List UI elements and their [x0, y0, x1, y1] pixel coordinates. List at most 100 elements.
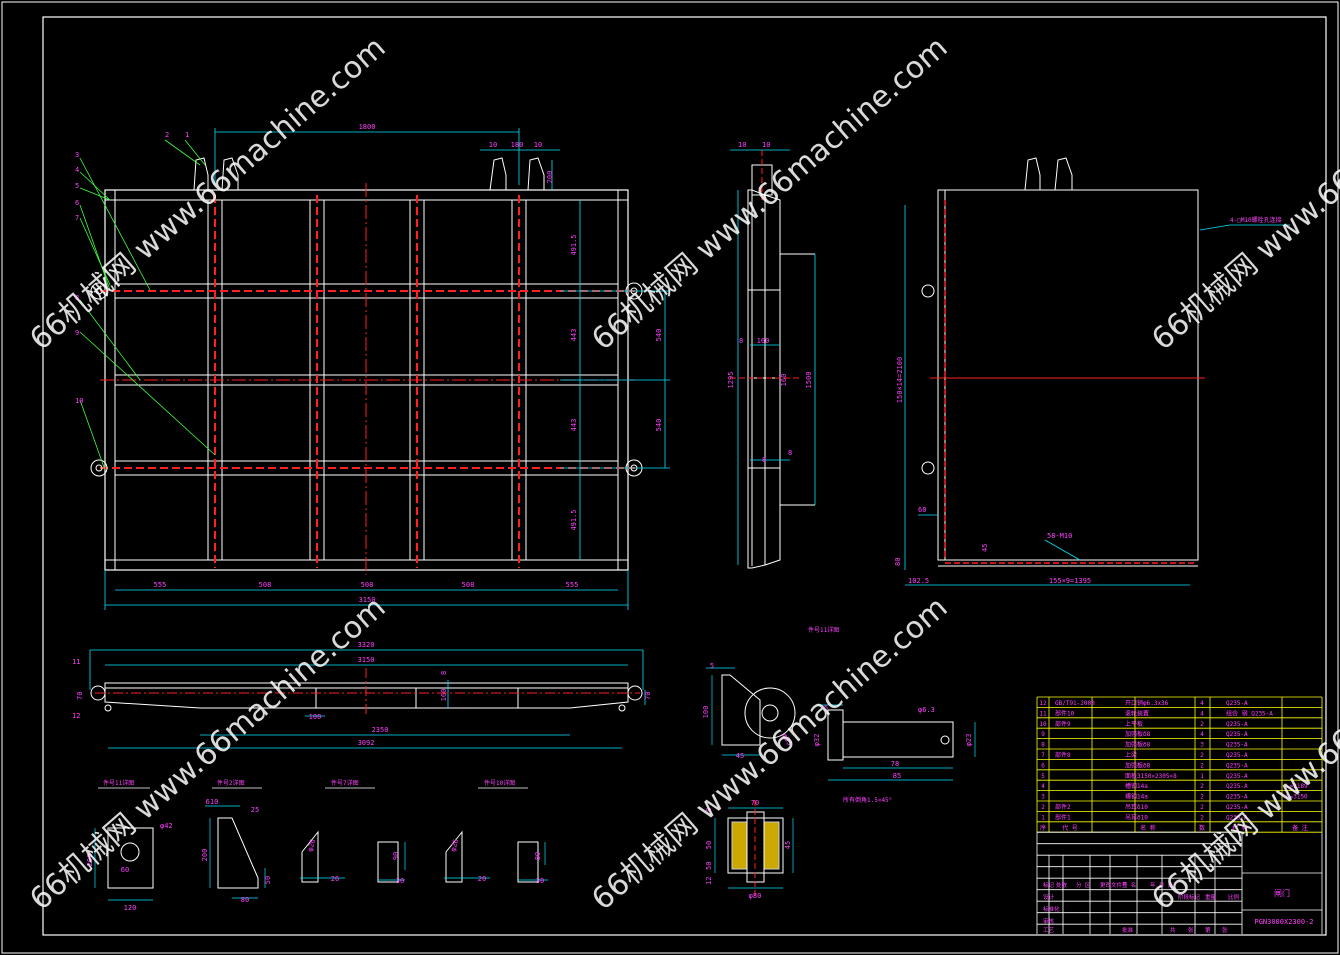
bom-row-2-mat: Q235-A — [1226, 804, 1248, 811]
pin-5: 5 — [824, 704, 828, 712]
balloon-4: 4 — [75, 166, 79, 174]
roller-detail — [721, 674, 796, 746]
title-label-6: 设计 — [1043, 893, 1055, 901]
balloon-10: 10 — [75, 397, 83, 405]
dim-ear-180: 180 — [511, 141, 524, 149]
d5-phi26: φ26 — [449, 838, 460, 852]
bom-row-7-no: 7 — [1041, 752, 1045, 759]
side-dim-10b: 10 — [762, 141, 770, 149]
bush-8: 8 — [705, 808, 713, 812]
bot-dim-3150: 3150 — [358, 656, 375, 664]
bom-header-2: 名 称 — [1140, 824, 1156, 832]
bom-row-6-name: 加强板δ8 — [1125, 761, 1151, 769]
bom-row-1-qty: 2 — [1200, 814, 1204, 821]
pin-78: 78 — [891, 760, 899, 768]
bom-row-9-qty: 4 — [1200, 731, 1204, 738]
roller-label: 件号11详图 — [808, 626, 839, 634]
bom-row-3-note: L=3150 — [1286, 794, 1308, 801]
bot-dim-3092: 3092 — [358, 739, 375, 747]
bom-header-5: 备 注 — [1292, 824, 1308, 832]
title-label-12: 工艺 — [1043, 927, 1055, 934]
d4-30: 30 — [396, 877, 404, 885]
d2-25: 25 — [251, 806, 259, 814]
title-label-9: 重量 — [1205, 893, 1217, 901]
bom-row-5-no: 5 — [1041, 773, 1045, 780]
pin-note: 所有倒角1.5×45° — [843, 796, 892, 804]
bom-row-11-name: 滚轮装置 — [1125, 709, 1149, 717]
bom-row-9-name: 加强板δ8 — [1125, 730, 1151, 738]
bom-header-4: 材 料 — [1232, 824, 1248, 832]
dim-bottom-3: 508 — [462, 581, 475, 589]
title-label-2: 分 区 — [1076, 881, 1091, 889]
side-dim-8c: 8 — [788, 449, 792, 457]
title-label-0: 标记 — [1043, 881, 1055, 889]
right-view — [904, 157, 1290, 586]
side-view — [730, 149, 816, 569]
bom-header-0: 序 — [1040, 824, 1046, 832]
bom-row-12-name: 开口销φ6.3x36 — [1125, 699, 1169, 707]
roller-5: 5 — [710, 662, 714, 670]
bush-50a: 50 — [705, 841, 713, 849]
dim-right-3: 491.5 — [570, 509, 578, 530]
pin-phi6: φ6.3 — [918, 706, 935, 714]
inner-frame — [42, 16, 1327, 936]
title-label-17: 张 — [1222, 926, 1228, 934]
bom-row-11-code: 部件10 — [1055, 709, 1075, 717]
balloon-7: 7 — [75, 214, 79, 222]
balloon-2: 2 — [165, 131, 169, 139]
bom-row-12-qty: 4 — [1200, 700, 1204, 707]
title-name: 闸门 — [1274, 888, 1290, 898]
pin-detail — [827, 709, 954, 761]
detail-label-3: 件号10详图 — [484, 779, 515, 787]
balloon-3: 3 — [75, 151, 79, 159]
dim-bottom-1: 508 — [259, 581, 272, 589]
title-label-10: 比例 — [1228, 893, 1240, 901]
bush-70: 70 — [751, 799, 759, 807]
bot-balloon-12: 12 — [72, 712, 80, 720]
roller-dims — [706, 667, 760, 756]
title-label-5: 年 月 日 — [1150, 881, 1173, 889]
bom-row-10-qty: 2 — [1200, 721, 1204, 728]
dim-right-0: 491.5 — [570, 234, 578, 255]
balloon-9: 9 — [75, 329, 79, 337]
d3-phi26: φ26 — [306, 838, 317, 852]
dim-right2-1: 540 — [655, 419, 663, 432]
bom-row-4-name: 槽钢14a — [1125, 782, 1148, 790]
balloon-1: 1 — [185, 131, 189, 139]
bom-row-2-code: 部件2 — [1055, 803, 1071, 811]
bom-row-4-qty: 2 — [1200, 783, 1204, 790]
detail-dims — [94, 805, 548, 901]
bom-row-1-code: 部件1 — [1055, 813, 1071, 821]
right-note: 4-□M10螺栓孔连接 — [1230, 216, 1282, 224]
balloon-6: 6 — [75, 199, 79, 207]
roller-45: 45 — [736, 752, 744, 760]
roller-100: 100 — [702, 706, 710, 719]
bom-row-6-no: 6 — [1041, 762, 1045, 769]
bom-row-5-mat: Q235-A — [1226, 773, 1248, 780]
detail-label-2: 件号7详图 — [331, 779, 359, 787]
bot-dim-160: 160 — [440, 689, 448, 702]
bom-row-10-no: 10 — [1039, 721, 1047, 728]
title-label-7: 标准化 — [1043, 905, 1060, 913]
bom-row-7-mat: Q235-A — [1226, 752, 1248, 759]
bom-row-11-mat: 组合 钢 Q235-A — [1226, 709, 1273, 717]
bot-balloon-11: 11 — [72, 658, 80, 666]
title-label-11: 审核 — [1043, 917, 1055, 925]
dim-3150: 3150 — [359, 596, 376, 604]
bot-dim-100: 100 — [309, 713, 322, 721]
d2-200: 200 — [201, 849, 209, 862]
title-label-16: 第 — [1205, 926, 1211, 934]
side-dim-160b: 160 — [780, 374, 788, 387]
bom-row-8-no: 8 — [1041, 742, 1045, 749]
d1-200: 200 — [86, 854, 94, 867]
d4-90: 90 — [392, 852, 400, 860]
bom-row-11-qty: 4 — [1200, 710, 1204, 717]
bom-row-8-name: 加强板δ8 — [1125, 741, 1151, 749]
bush-phi80: φ80 — [749, 892, 762, 900]
d6-30: 30 — [536, 877, 544, 885]
title-label-15: 张 — [1188, 926, 1194, 934]
d2-80: 80 — [241, 896, 249, 904]
right-dim-60: 60 — [918, 506, 926, 514]
side-dim-160a: 160 — [757, 337, 770, 345]
